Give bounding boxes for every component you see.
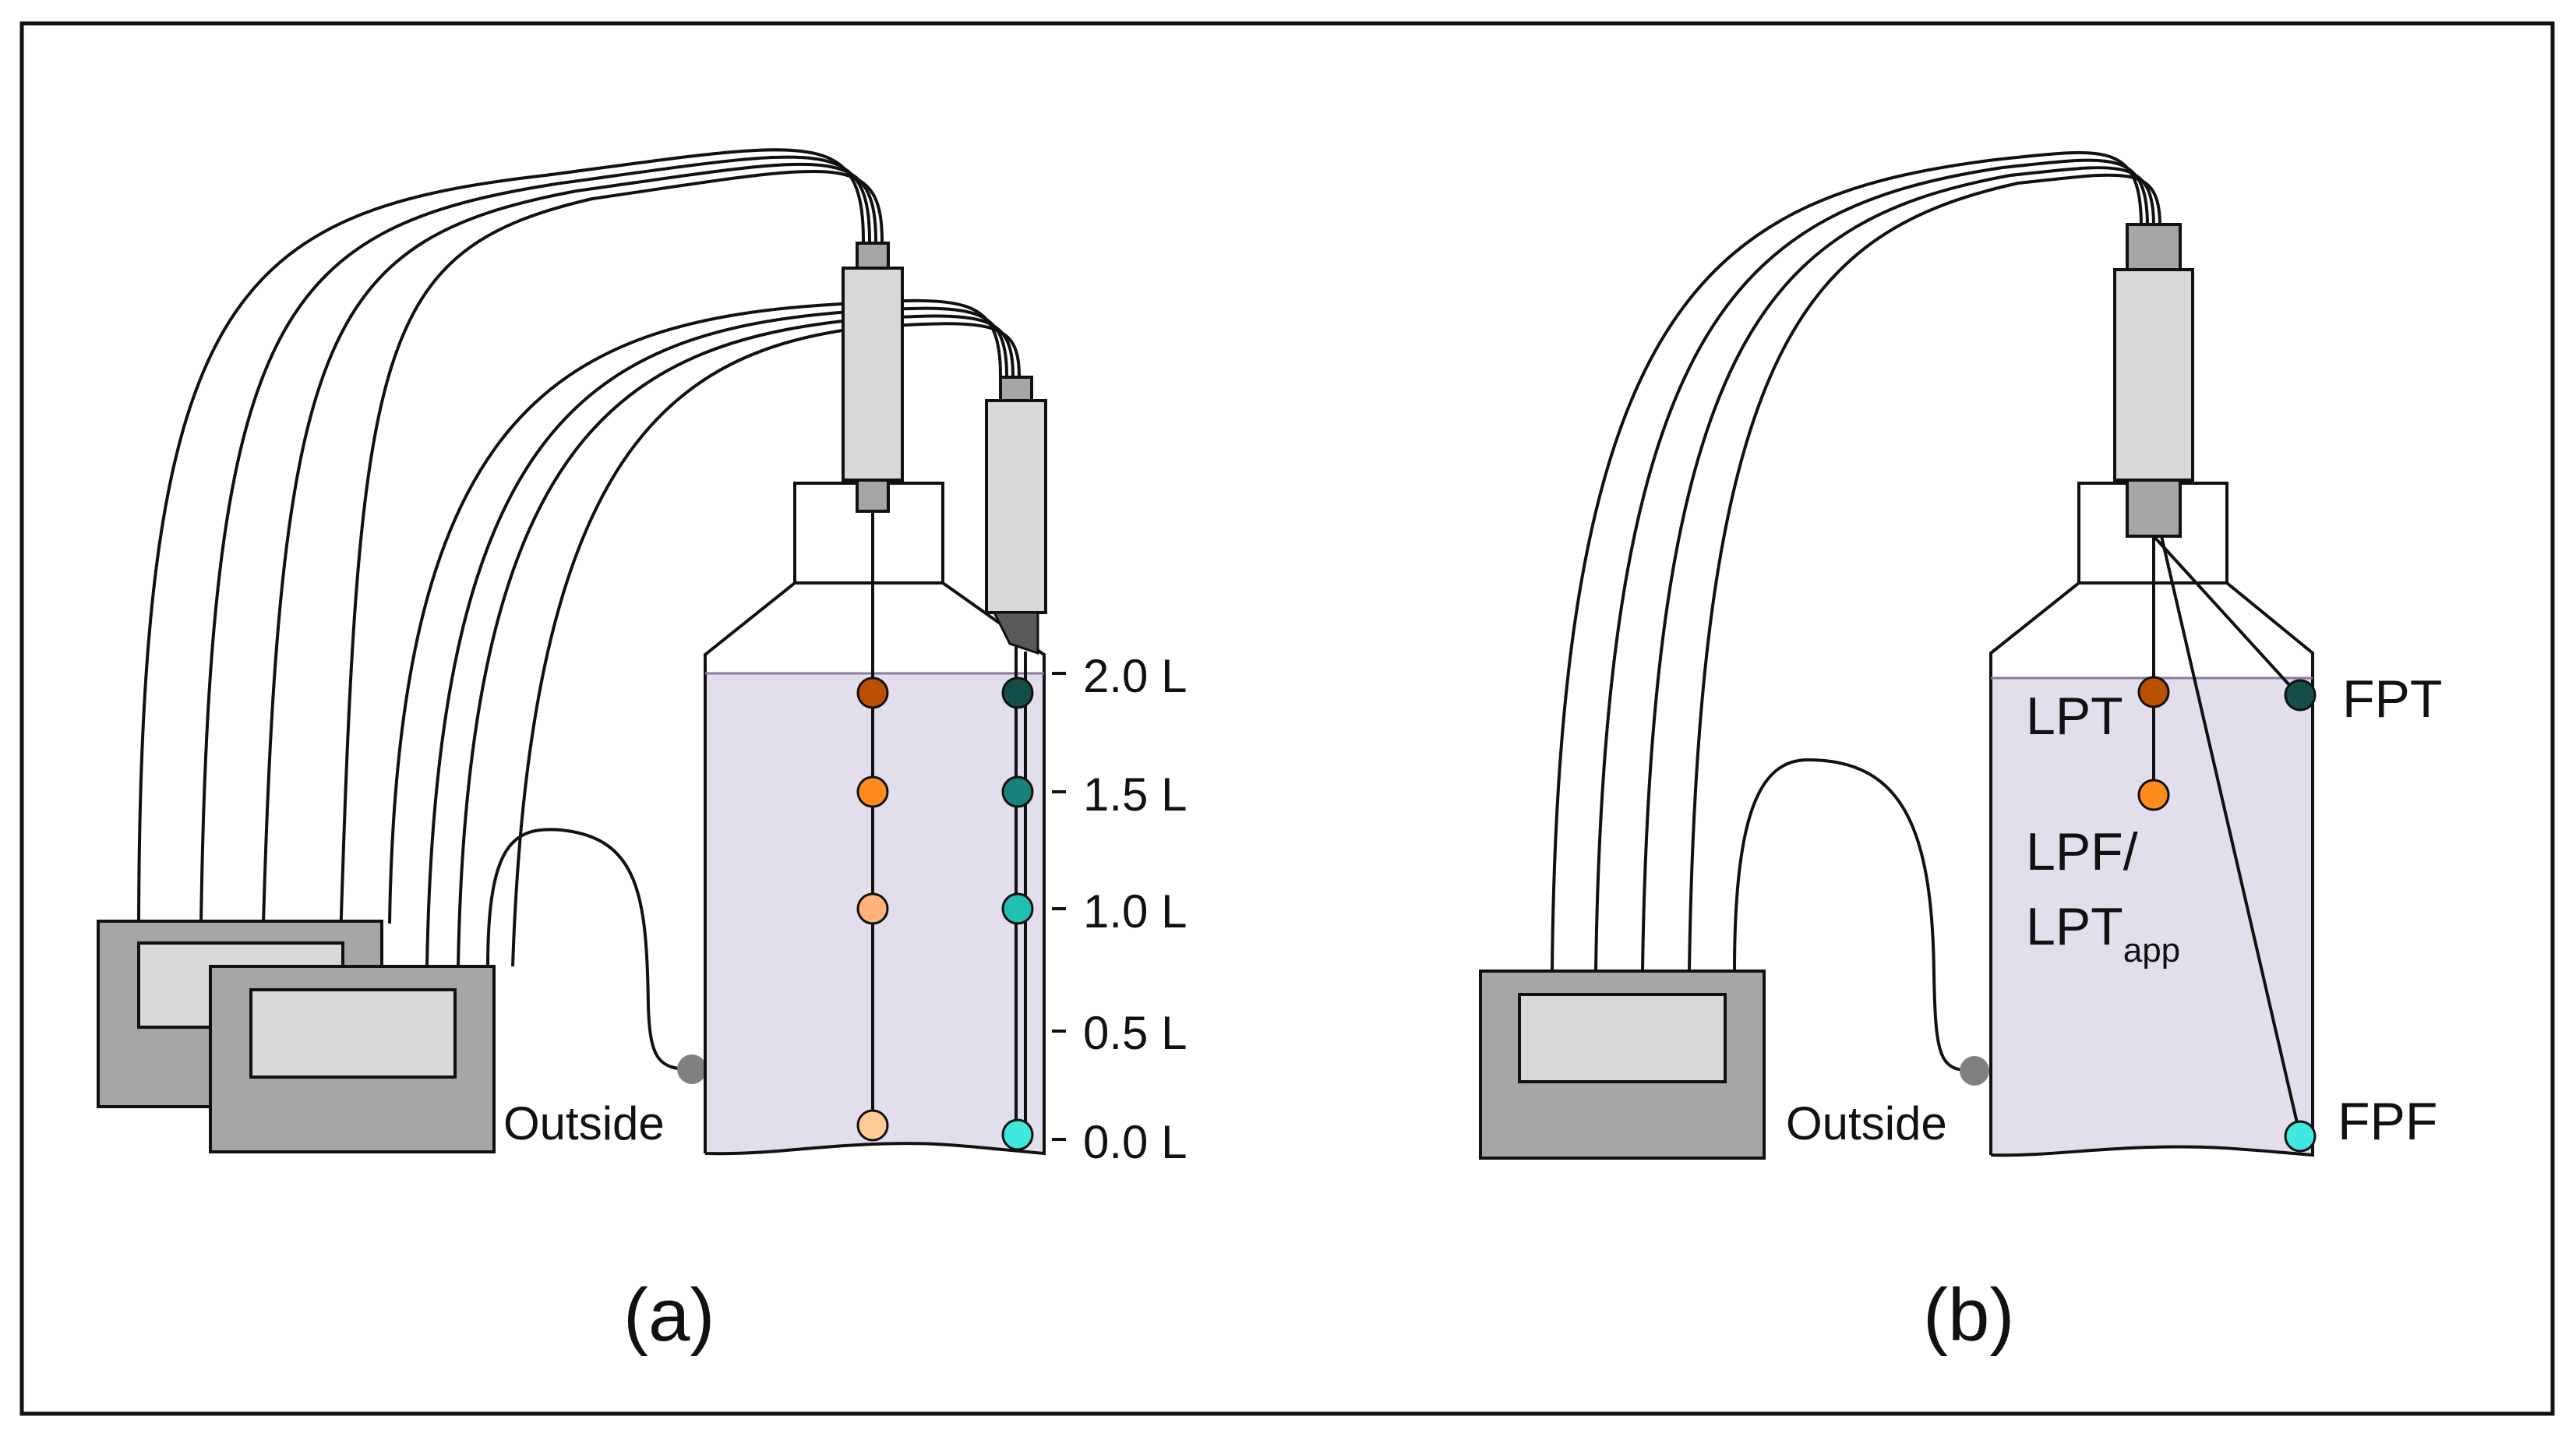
panel-b: LPT LPF/ LPTapp FPT FPF Outside (b): [1479, 150, 2442, 1357]
data-logger-front: [209, 965, 496, 1153]
panel-a: 2.0 L 1.5 L 1.0 L 0.5 L 0.0 L Outside (a…: [97, 148, 1187, 1357]
panel-label-b: (b): [1923, 1273, 2014, 1357]
wall-sensor-1-5: [1001, 775, 1034, 808]
label-lpt: LPT: [2026, 687, 2123, 746]
wall-sensor-1-0: [1001, 892, 1034, 925]
level-label-1-5: 1.5 L: [1083, 768, 1187, 821]
probe-sensor-0-0: [856, 1109, 889, 1142]
label-lpt-app-main: LPT: [2026, 897, 2123, 956]
outside-sensor-b: [1960, 1056, 1989, 1086]
temperature-probe-b: [985, 376, 1047, 1135]
outside-sensor-a: [677, 1054, 707, 1084]
probe-sensor-2-0: [856, 676, 889, 709]
volume-scale: 2.0 L 1.5 L 1.0 L 0.5 L 0.0 L: [1052, 650, 1187, 1168]
wall-sensor-0-0: [1001, 1118, 1034, 1151]
data-logger-b: [1479, 970, 1766, 1160]
sensor-fpt: [2284, 679, 2317, 712]
temperature-probe-a: [842, 242, 904, 1127]
label-lpt-app: LPTapp: [2026, 897, 2180, 970]
label-fpt: FPT: [2342, 669, 2442, 729]
temperature-probe-c: [2113, 223, 2302, 1137]
outside-label-a: Outside: [503, 1097, 665, 1150]
panel-label-a: (a): [623, 1273, 715, 1357]
outside-sensor-cable-a: [486, 828, 693, 1071]
sensor-lpf: [2137, 779, 2170, 811]
wall-sensor-2-0: [1001, 676, 1034, 709]
probe-sensor-1-5: [856, 775, 889, 808]
logger-cables-b: [1551, 150, 2161, 972]
sensor-lpt: [2137, 676, 2170, 708]
probe-sensor-1-0: [856, 892, 889, 925]
outside-label-b: Outside: [1786, 1097, 1947, 1150]
label-lpf: LPF/: [2026, 822, 2138, 881]
logger-cables-a: [137, 148, 1021, 967]
level-label-0-5: 0.5 L: [1083, 1007, 1187, 1059]
label-fpf: FPF: [2338, 1092, 2437, 1151]
level-label-2-0: 2.0 L: [1083, 650, 1187, 702]
label-lpt-app-sub: app: [2123, 931, 2180, 970]
outside-sensor-cable-b: [1733, 758, 1975, 1072]
level-label-0-0: 0.0 L: [1083, 1116, 1187, 1168]
level-label-1-0: 1.0 L: [1083, 885, 1187, 938]
sensor-fpf: [2284, 1120, 2317, 1153]
